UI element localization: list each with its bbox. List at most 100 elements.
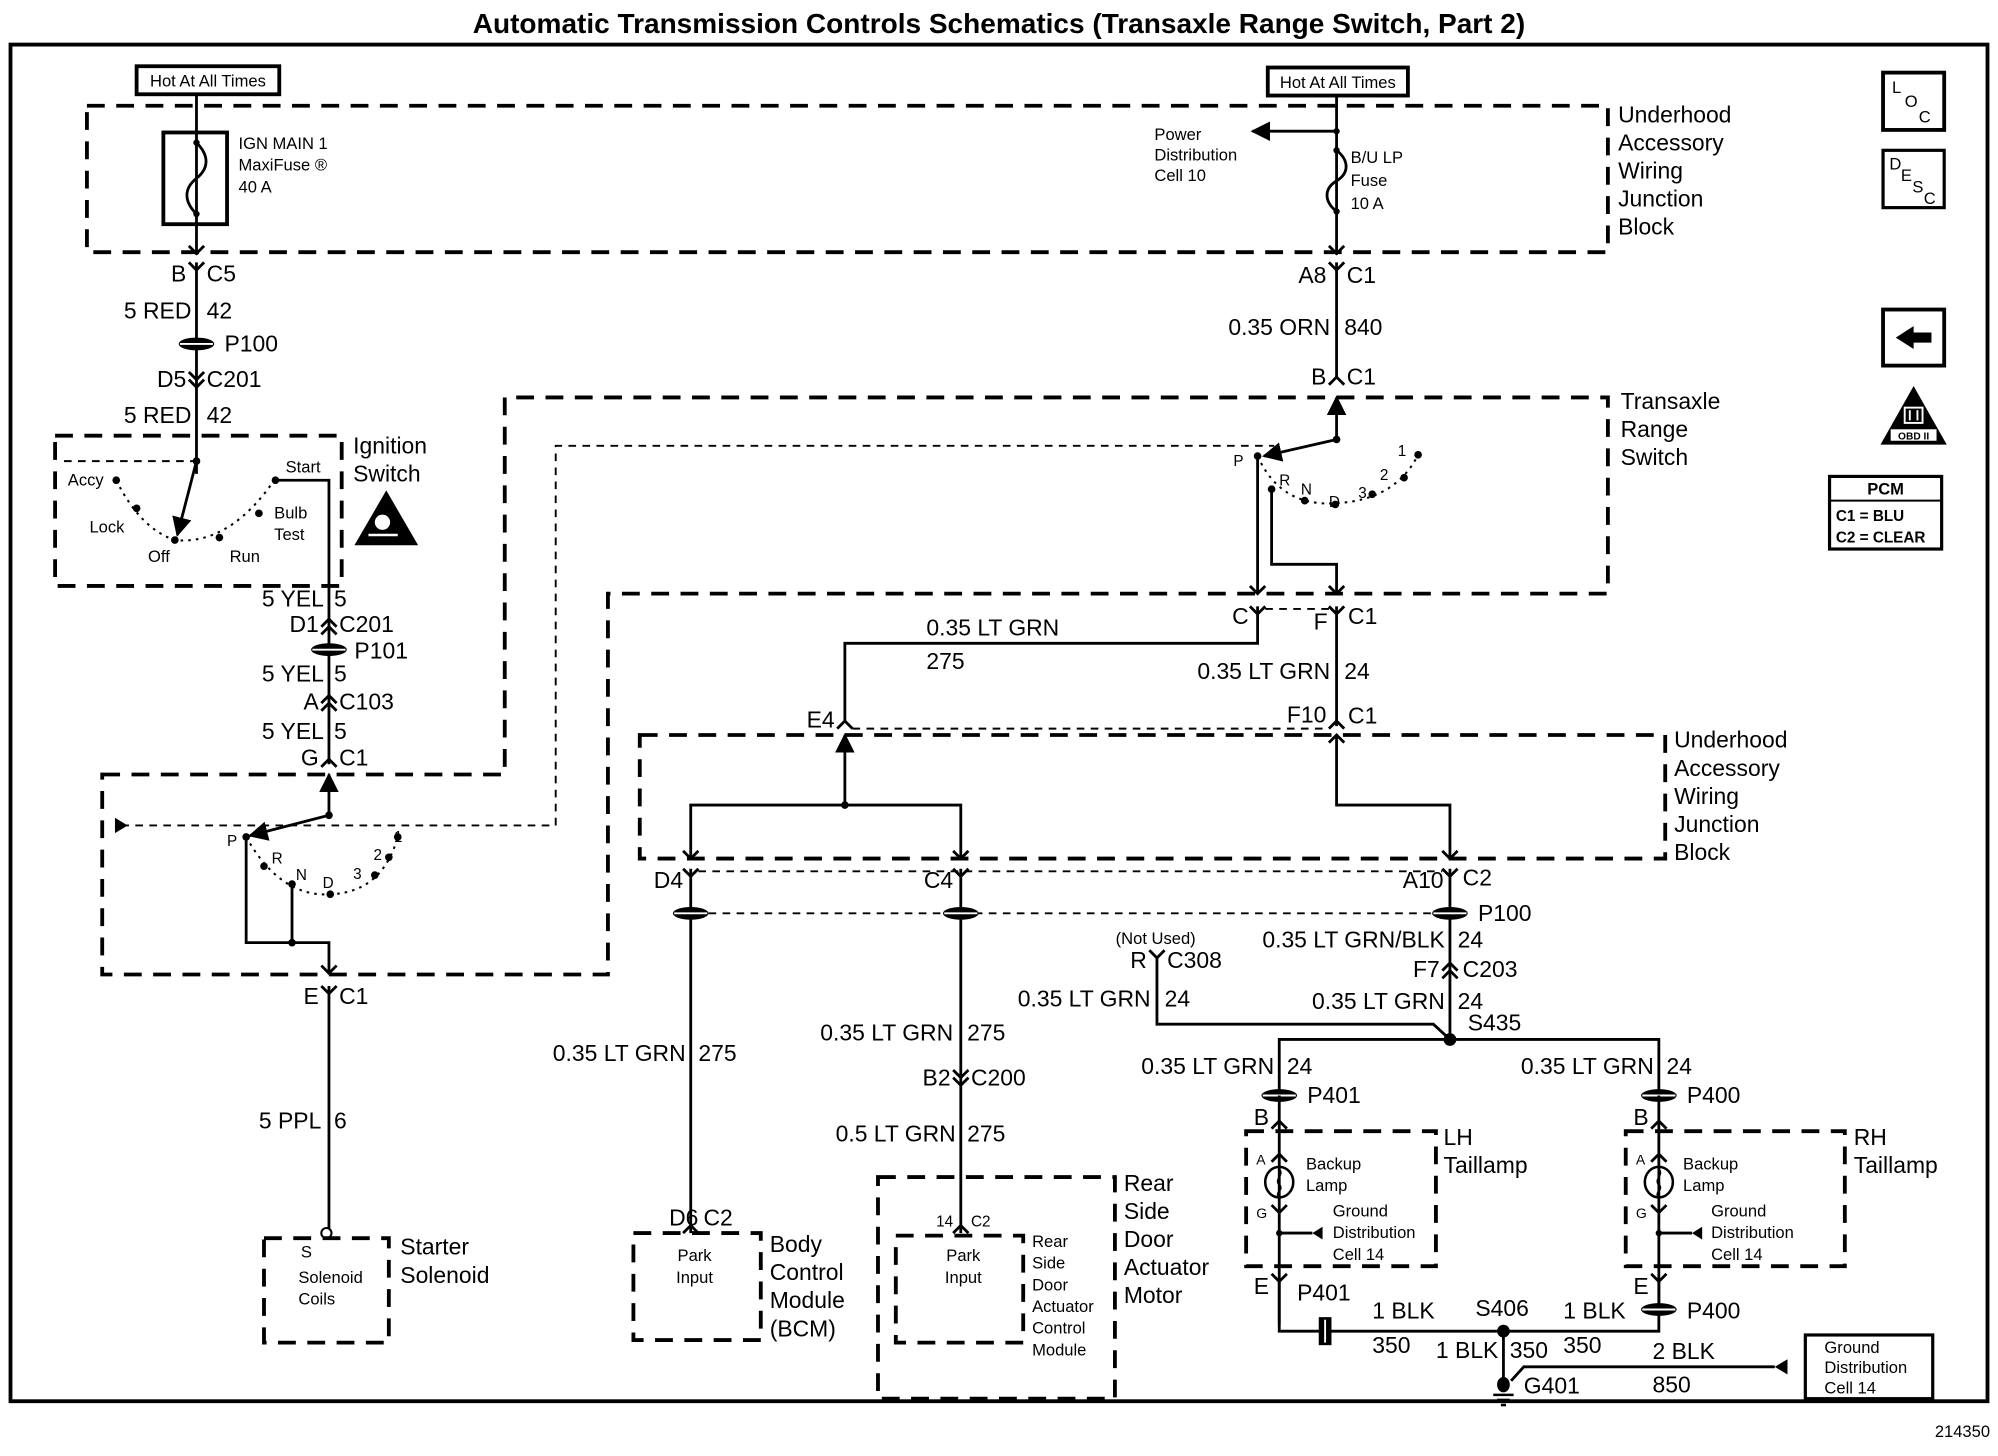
svg-text:Bulb: Bulb <box>274 503 307 522</box>
svg-text:5: 5 <box>334 661 347 687</box>
svg-text:42: 42 <box>207 297 232 323</box>
svg-text:P100: P100 <box>1478 900 1532 926</box>
svg-text:Underhood: Underhood <box>1618 101 1731 127</box>
svg-text:F10: F10 <box>1287 701 1326 727</box>
svg-text:PCM: PCM <box>1867 479 1904 498</box>
svg-text:S: S <box>301 1242 312 1261</box>
svg-text:0.35 ORN: 0.35 ORN <box>1228 314 1330 340</box>
svg-text:Backup: Backup <box>1683 1154 1738 1173</box>
uawjb-top-box <box>85 103 1610 255</box>
bcm-label: Body Control Module (BCM) <box>770 1231 845 1341</box>
svg-text:B: B <box>1254 1104 1269 1130</box>
svg-text:2 BLK: 2 BLK <box>1652 1338 1715 1364</box>
svg-text:Accessory: Accessory <box>1618 129 1724 155</box>
svg-text:Cell 14: Cell 14 <box>1824 1379 1876 1398</box>
svg-text:Distribution: Distribution <box>1711 1223 1794 1242</box>
svg-text:C103: C103 <box>339 689 394 715</box>
loc-icon[interactable]: L O C <box>1881 70 1947 132</box>
svg-text:Side: Side <box>1032 1254 1065 1273</box>
svg-text:(Not Used): (Not Used) <box>1116 929 1196 948</box>
svg-text:Cell 14: Cell 14 <box>1711 1245 1763 1264</box>
svg-text:A: A <box>1636 1151 1646 1167</box>
svg-text:C308: C308 <box>1167 947 1222 973</box>
svg-text:D: D <box>323 875 334 892</box>
svg-text:5: 5 <box>334 718 347 744</box>
svg-text:Junction: Junction <box>1674 811 1759 837</box>
svg-text:1 BLK: 1 BLK <box>1372 1297 1435 1323</box>
p400-bottom-splice <box>1641 1303 1677 1316</box>
trs-left-positions: P R N D 3 2 1 <box>227 829 402 899</box>
svg-text:5 PPL: 5 PPL <box>259 1108 321 1134</box>
backup-lamp-icon-rh <box>1643 1165 1675 1199</box>
svg-text:S406: S406 <box>1475 1295 1529 1321</box>
svg-text:24: 24 <box>1344 658 1370 684</box>
desc-icon[interactable]: D E S C <box>1881 148 1946 210</box>
svg-text:840: 840 <box>1344 314 1382 340</box>
svg-text:Start: Start <box>286 458 321 477</box>
svg-text:5 YEL: 5 YEL <box>262 585 324 611</box>
svg-text:2: 2 <box>1380 467 1389 484</box>
trs-left-box <box>100 395 1610 977</box>
ground-icon <box>1493 1377 1514 1407</box>
hot-label-left: Hot At All Times <box>150 72 266 91</box>
svg-text:E: E <box>1901 166 1912 185</box>
svg-text:A10: A10 <box>1403 867 1444 893</box>
svg-text:Test: Test <box>274 525 305 544</box>
svg-text:5: 5 <box>334 585 347 611</box>
svg-text:24: 24 <box>1666 1053 1692 1079</box>
svg-text:2: 2 <box>374 847 383 864</box>
back-arrow-icon[interactable] <box>1881 307 1947 368</box>
bu-lp-fuse-icon <box>1325 149 1348 213</box>
svg-text:O: O <box>1905 92 1918 111</box>
svg-text:0.35 LT GRN: 0.35 LT GRN <box>1141 1053 1274 1079</box>
svg-text:E4: E4 <box>807 706 835 732</box>
svg-text:350: 350 <box>1510 1337 1548 1363</box>
svg-text:3: 3 <box>1358 485 1367 502</box>
bcm-box <box>631 1231 763 1342</box>
svg-text:Control: Control <box>770 1259 844 1285</box>
svg-text:Control: Control <box>1032 1319 1085 1338</box>
p101-splice <box>311 643 347 657</box>
svg-text:Underhood: Underhood <box>1674 727 1787 753</box>
svg-text:Door: Door <box>1032 1275 1068 1294</box>
svg-text:C: C <box>1232 603 1249 629</box>
svg-text:Transaxle: Transaxle <box>1621 388 1721 414</box>
starter-solenoid-label: Starter Solenoid <box>400 1234 489 1288</box>
svg-text:P: P <box>1233 453 1243 470</box>
trs-label: Transaxle Range Switch <box>1621 388 1721 470</box>
svg-text:C1 = BLU: C1 = BLU <box>1836 508 1904 525</box>
svg-text:Distribution: Distribution <box>1824 1358 1907 1377</box>
svg-text:5 YEL: 5 YEL <box>262 661 324 687</box>
fuse-icon <box>185 141 208 215</box>
svg-text:0.35 LT GRN: 0.35 LT GRN <box>1312 988 1445 1014</box>
page-title: Automatic Transmission Controls Schemati… <box>473 8 1525 39</box>
svg-text:850: 850 <box>1652 1371 1690 1397</box>
svg-text:Wiring: Wiring <box>1618 157 1683 183</box>
svg-text:E: E <box>1254 1273 1269 1299</box>
svg-text:Wiring: Wiring <box>1674 783 1739 809</box>
svg-text:A8: A8 <box>1298 262 1326 288</box>
frame <box>8 42 1990 1404</box>
svg-text:P401: P401 <box>1297 1280 1351 1306</box>
svg-text:Accessory: Accessory <box>1674 755 1780 781</box>
svg-text:C2 = CLEAR: C2 = CLEAR <box>1836 530 1926 547</box>
svg-text:40 A: 40 A <box>239 177 272 196</box>
svg-text:0.35 LT GRN: 0.35 LT GRN <box>1521 1053 1654 1079</box>
ign-main-fuse-box <box>161 130 229 227</box>
svg-text:275: 275 <box>967 1020 1005 1046</box>
svg-text:275: 275 <box>698 1040 736 1066</box>
svg-text:C: C <box>1919 107 1931 126</box>
svg-text:RH: RH <box>1854 1124 1887 1150</box>
svg-text:Ground: Ground <box>1711 1202 1766 1221</box>
svg-text:Distribution: Distribution <box>1333 1223 1416 1242</box>
svg-text:275: 275 <box>926 648 964 674</box>
svg-text:C200: C200 <box>971 1064 1026 1090</box>
svg-text:Lamp: Lamp <box>1306 1176 1347 1195</box>
svg-text:Actuator: Actuator <box>1124 1254 1210 1280</box>
svg-text:D5: D5 <box>157 366 186 392</box>
svg-text:P: P <box>227 833 237 850</box>
svg-text:S: S <box>1912 177 1923 196</box>
svg-text:42: 42 <box>207 402 232 428</box>
svg-text:D4: D4 <box>654 867 684 893</box>
hot-at-all-times-left <box>134 64 282 97</box>
